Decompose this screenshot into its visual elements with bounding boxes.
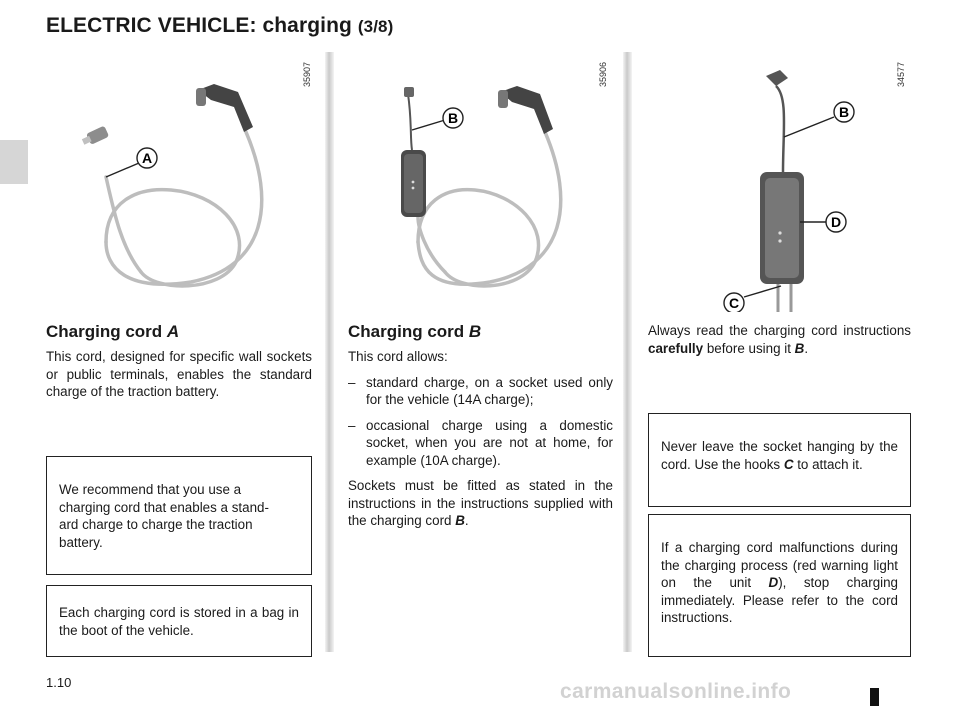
- list-item: occasional charge using a domestic socke…: [348, 417, 613, 470]
- cord-b-description: This cord allows: standard charge, on a …: [348, 348, 613, 530]
- note-text: If a charging cord malfunctions during t…: [661, 540, 898, 590]
- control-box-illustration: B D C: [723, 70, 855, 312]
- note-cord-storage: Each charging cord is stored in a bag in…: [46, 585, 312, 657]
- figure-code: 35907: [302, 62, 312, 88]
- heading-charging-cord-a: Charging cord A: [46, 322, 179, 342]
- note-cord-storage-text: Each charging cord is stored in a bag in…: [59, 605, 299, 638]
- figure-charging-cord-a: 35907 A: [46, 52, 316, 310]
- cord-b-uses-list: standard charge, on a socket used only f…: [348, 374, 613, 470]
- note-socket-hanging: Never leave the socket hanging by the co…: [648, 413, 911, 507]
- column-divider-left: [325, 52, 334, 652]
- note-text: ), stop charging immediately. Please ref…: [661, 575, 899, 625]
- note-letter: C: [783, 456, 794, 472]
- heading-letter: A: [166, 322, 180, 341]
- note-socket-hanging-text: Never leave the socket hanging by the co…: [661, 438, 898, 473]
- paragraph-text: Sockets must be fitted as stated in the …: [348, 478, 613, 528]
- heading-text: Charging cord: [46, 322, 167, 341]
- figure-charging-cord-b: 35906 B: [340, 52, 612, 310]
- paragraph-punct: .: [464, 513, 469, 528]
- callout-b: B: [839, 104, 849, 120]
- heading-text: Charging cord: [348, 322, 469, 341]
- note-line: battery.: [59, 534, 103, 550]
- intro-bold: carefully: [648, 340, 704, 356]
- callout-a: A: [142, 150, 152, 166]
- intro-letter: B: [794, 340, 805, 356]
- note-text: to attach it.: [793, 456, 863, 472]
- note-recommended-cord: We recommend that you use a charging cor…: [46, 456, 312, 575]
- note-cord-malfunction-text: If a charging cord malfunctions during t…: [661, 539, 898, 627]
- cord-b-intro: This cord allows:: [348, 349, 448, 364]
- instructions-intro: Always read the charging cord instructio…: [648, 322, 911, 357]
- note-recommended-cord-text: We recommend that you use a charging cor…: [59, 481, 299, 551]
- note-cord-malfunction: If a charging cord malfunctions during t…: [648, 514, 911, 657]
- cord-b-illustration: B: [401, 86, 563, 288]
- note-line: We recommend that you use a: [59, 482, 242, 497]
- page-title-part: (3/8): [357, 17, 394, 36]
- intro-text: before using it: [703, 340, 795, 356]
- watermark: carmanualsonline.info: [560, 680, 792, 703]
- figure-control-box: 34577 B D C: [648, 52, 910, 312]
- callout-c: C: [729, 295, 739, 311]
- note-letter: D: [768, 575, 779, 590]
- callout-d: D: [831, 214, 841, 230]
- paragraph-letter: B: [455, 513, 465, 528]
- page-number: 1.10: [46, 675, 72, 690]
- corner-mark: [870, 688, 879, 706]
- intro-punct: .: [804, 340, 809, 356]
- list-item: standard charge, on a socket used only f…: [348, 374, 613, 409]
- callout-b: B: [448, 110, 458, 126]
- note-line: charging cord that enables a stand-: [59, 499, 269, 515]
- heading-letter: B: [468, 322, 482, 341]
- section-tab: [0, 140, 28, 184]
- figure-code: 34577: [896, 62, 906, 88]
- note-line: ard charge to charge the traction: [59, 517, 253, 532]
- heading-charging-cord-b: Charging cord B: [348, 322, 481, 342]
- page-title: ELECTRIC VEHICLE: charging (3/8): [46, 14, 393, 38]
- socket-fitting-paragraph: Sockets must be fitted as stated in the …: [348, 477, 613, 530]
- page-title-text: ELECTRIC VEHICLE: charging: [46, 14, 352, 37]
- cord-a-description: This cord, designed for specific wall so…: [46, 349, 312, 399]
- note-text: Never leave the socket hanging by the co…: [661, 439, 898, 472]
- intro-text: Always read the charging cord instructio…: [648, 323, 911, 338]
- column-divider-right: [623, 52, 632, 652]
- figure-code: 35906: [598, 62, 608, 88]
- cord-a-illustration: A: [81, 84, 264, 288]
